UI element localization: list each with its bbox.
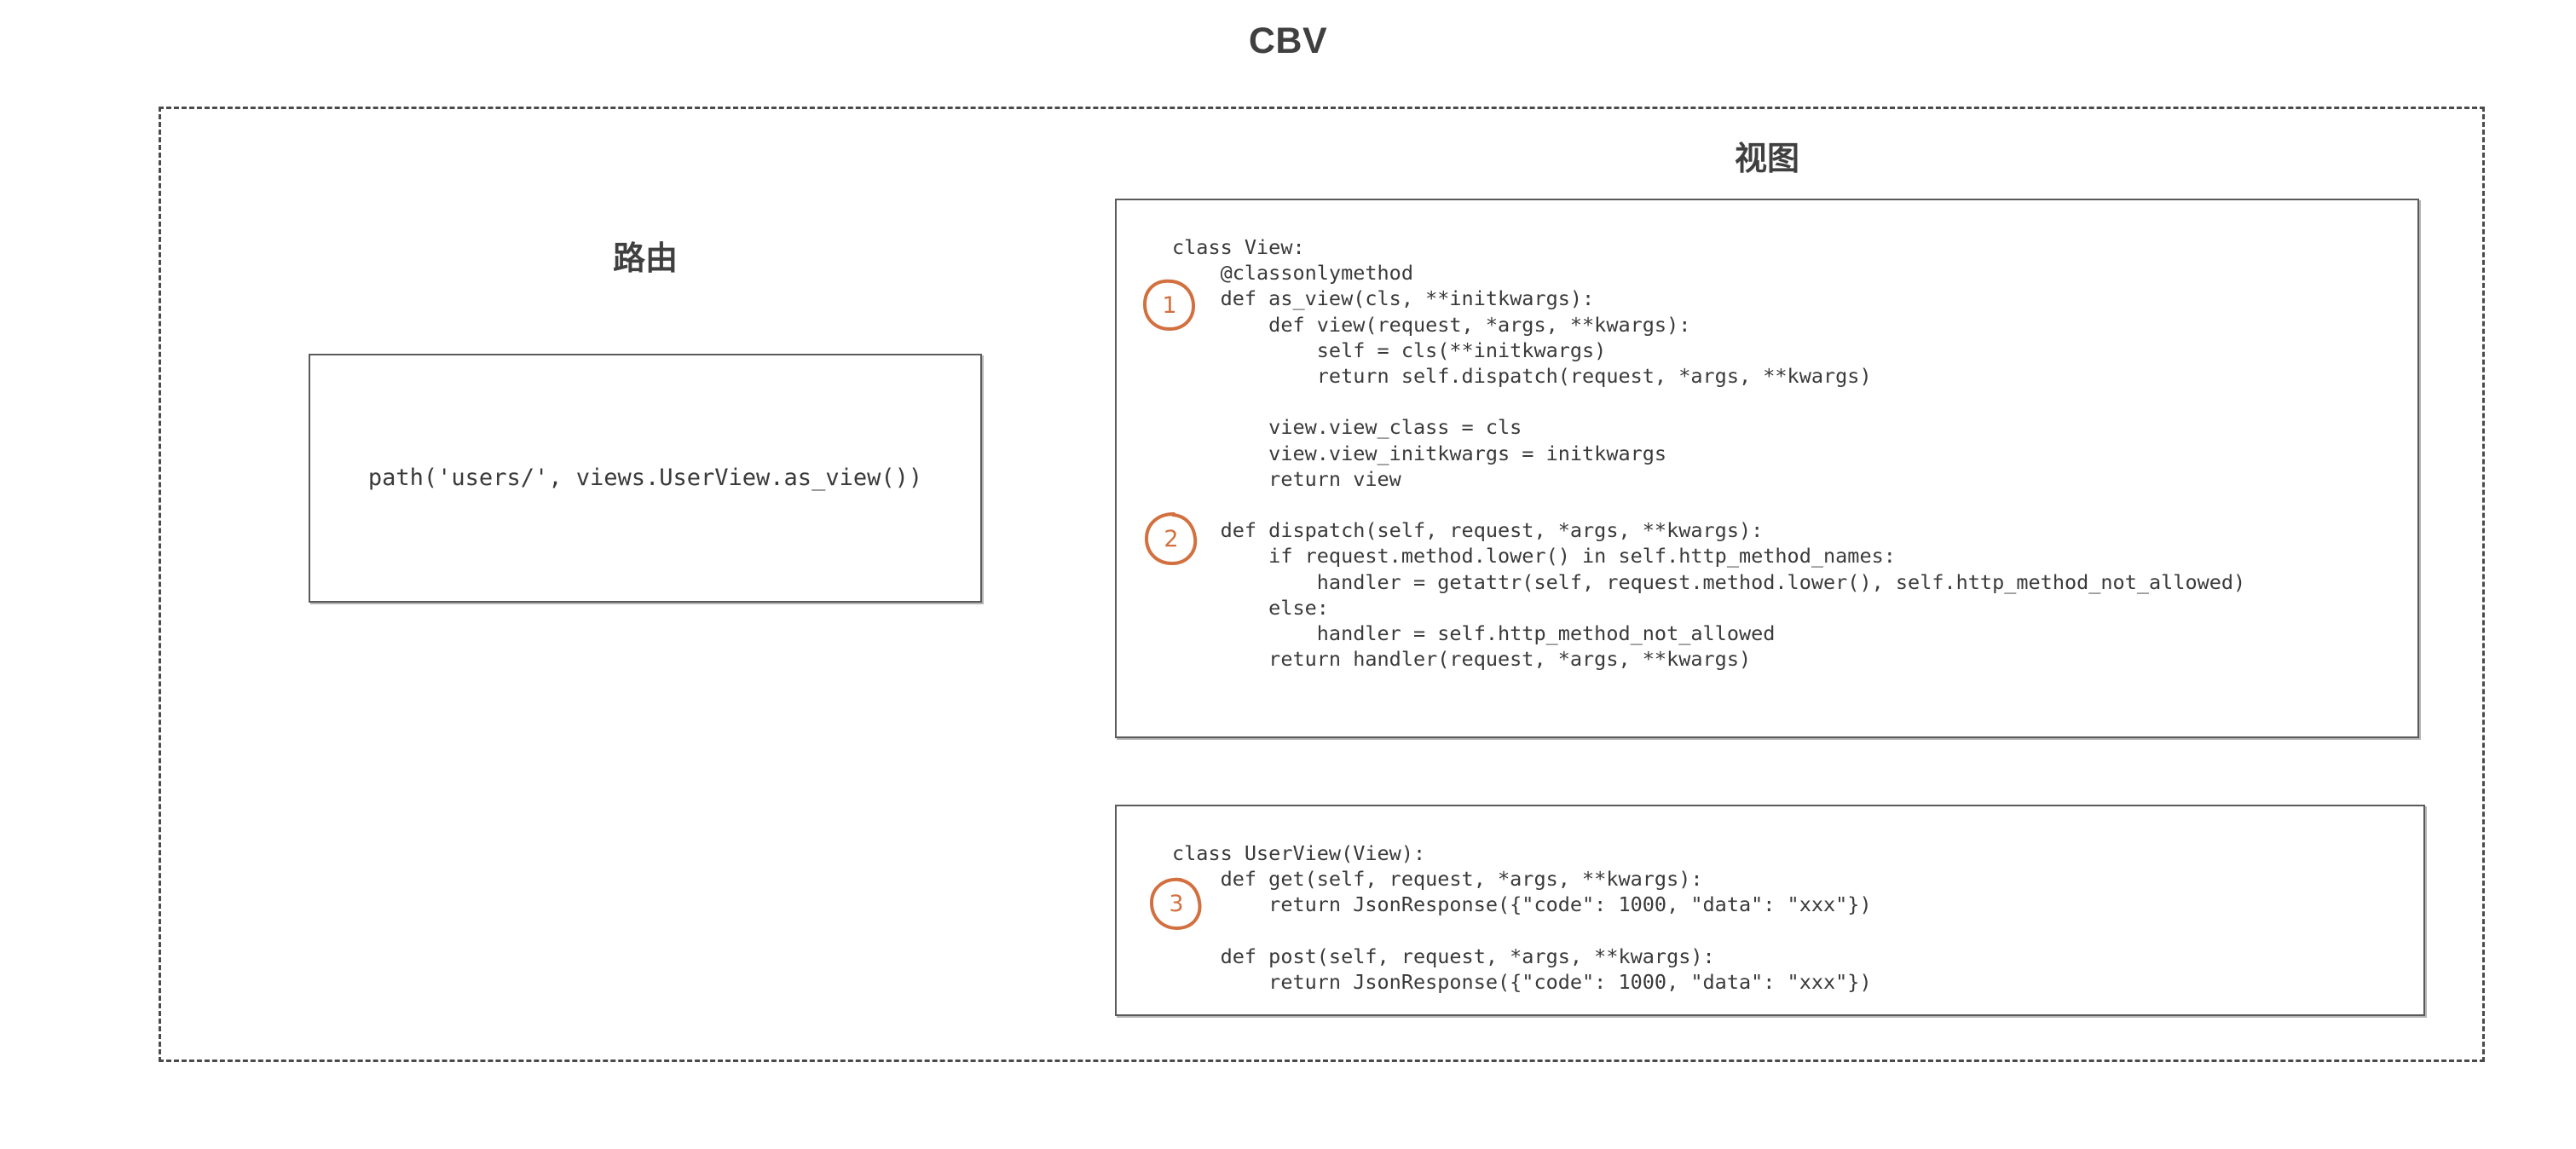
hand-drawn-circle-icon (1142, 279, 1196, 332)
view-userview-code-text: class UserView(View): def get(self, requ… (1172, 841, 1872, 995)
hand-drawn-circle-icon (1149, 877, 1202, 931)
view-section-heading: 视图 (1734, 141, 1799, 177)
diagram-outer-frame (159, 107, 2485, 1062)
step-marker-2: 2 (1144, 512, 1198, 566)
step-marker-1: 1 (1142, 279, 1196, 332)
hand-drawn-circle-icon (1144, 512, 1198, 566)
view-base-class-code-box (1115, 199, 2419, 738)
route-section-heading: 路由 (612, 241, 678, 277)
step-marker-2-label: 2 (1164, 525, 1179, 552)
view-userview-code-box (1115, 805, 2425, 1016)
step-marker-3-label: 3 (1169, 890, 1184, 917)
view-base-class-code-text: class View: @classonlymethod def as_view… (1172, 235, 2246, 672)
route-code-box (309, 354, 982, 603)
step-marker-1-label: 1 (1162, 292, 1177, 319)
step-marker-3: 3 (1149, 877, 1203, 931)
page-title: CBV (1248, 20, 1328, 61)
route-code-text: path('users/', views.UserView.as_view()) (367, 464, 923, 491)
